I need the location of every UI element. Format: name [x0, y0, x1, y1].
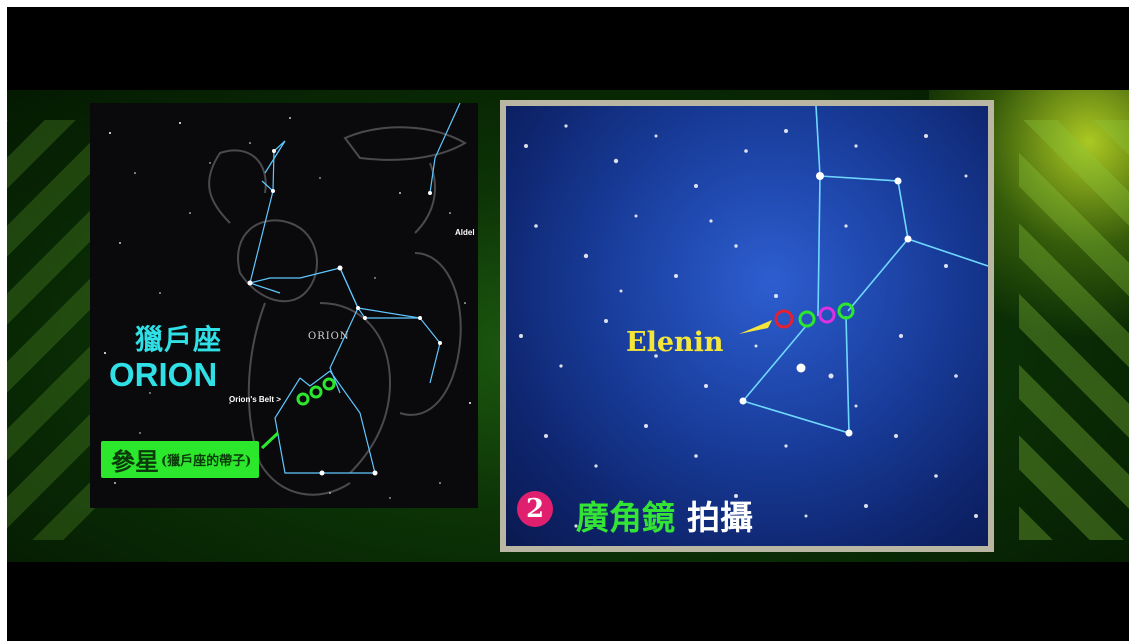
- caption-shoot: 拍攝: [687, 498, 753, 537]
- orion-title-english: ORION: [109, 356, 218, 393]
- orion-chart-panel: [90, 103, 478, 508]
- wide-angle-photo: [506, 106, 988, 546]
- photo-constellation-stars: [739, 172, 912, 437]
- right-stripes: [1019, 120, 1129, 540]
- elenin-label: Elenin: [626, 327, 724, 358]
- constellation-name-label: ORION: [308, 331, 350, 342]
- belt-caption-main: 參星: [111, 447, 159, 476]
- caption-wide-angle: 廣角鏡: [576, 498, 675, 537]
- orion-chart-drawing: [104, 103, 471, 499]
- elenin-pointer: [739, 320, 772, 334]
- star-field-drawing: [519, 106, 988, 528]
- constellation-lines: [249, 103, 461, 474]
- photo-stars: [519, 124, 978, 528]
- hunter-figure-outline: [208, 126, 467, 496]
- constellation-stars: [247, 149, 442, 476]
- orion-title-chinese: 獵戶座: [135, 323, 223, 356]
- photo-constellation-lines: [741, 106, 988, 435]
- belt-star-markers: [296, 377, 336, 406]
- belt-caption-sub: (獵戶座的帶子): [161, 454, 252, 469]
- belt-caption-box: 參星 (獵戶座的帶子): [101, 441, 260, 478]
- caption-pointer: [260, 431, 280, 450]
- orion-belt-label: Orion's Belt >: [229, 395, 281, 404]
- left-stripes: [7, 120, 97, 540]
- photo-markers: [774, 302, 855, 329]
- aldebaran-label: Aldel: [455, 228, 475, 237]
- number-badge: 2: [517, 491, 553, 527]
